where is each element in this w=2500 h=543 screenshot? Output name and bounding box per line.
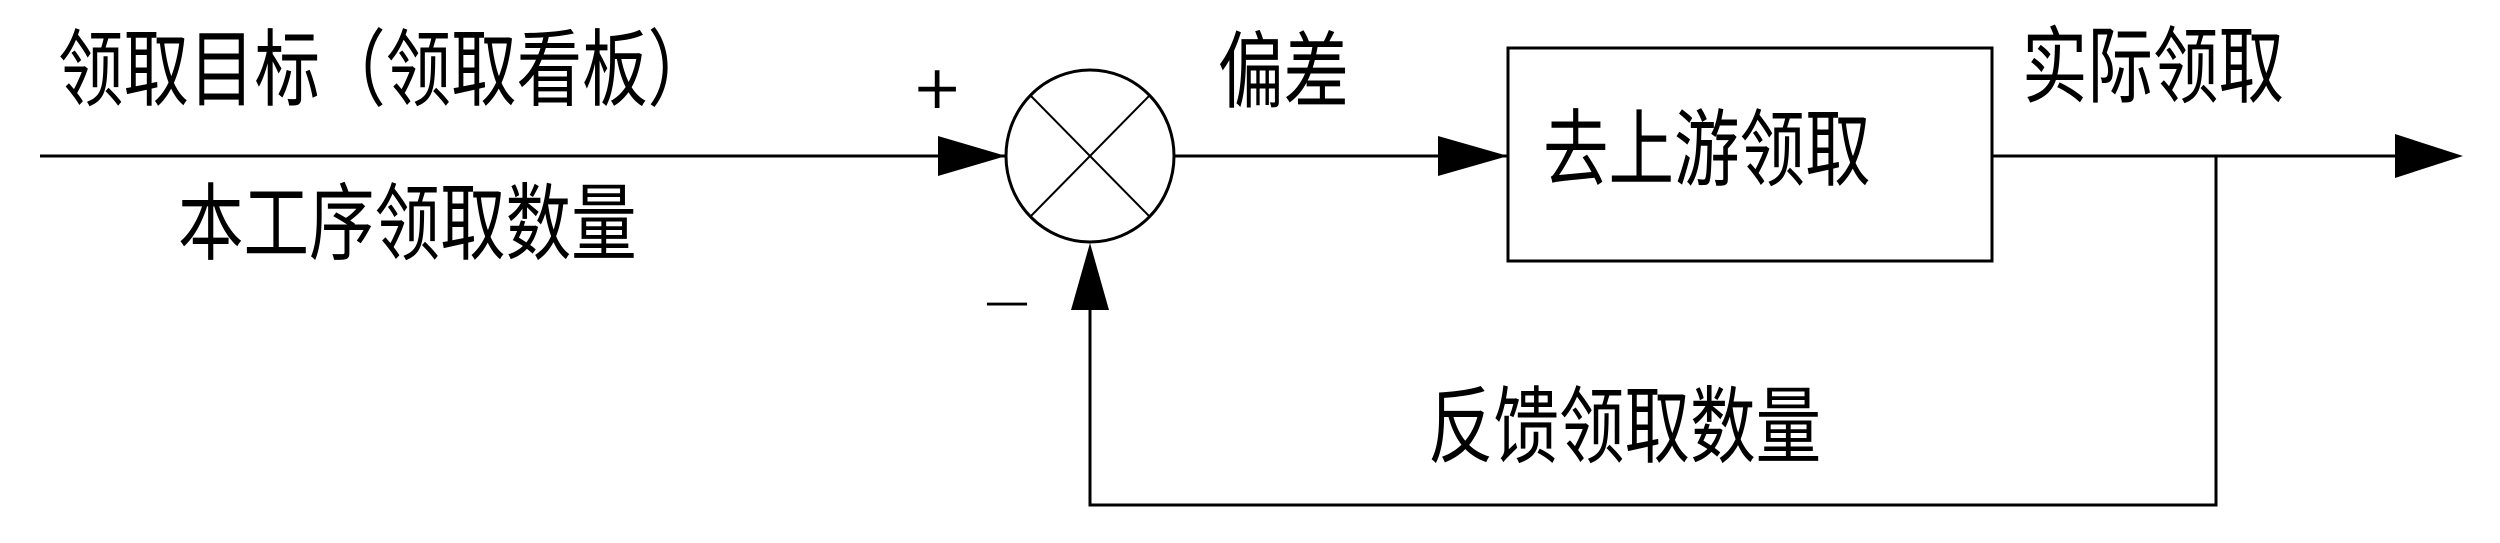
feedback-line [1088, 156, 2218, 507]
input-label-bottom: 本工序领取数量 [178, 175, 637, 273]
junction-cross-2 [1029, 94, 1151, 218]
error-label: 偏差 [1218, 23, 1350, 121]
minus-sign: — [985, 276, 1029, 327]
input-arrowhead [938, 136, 1006, 176]
process-block-label: 去上游领取 [1543, 101, 1871, 199]
plus-sign: + [912, 53, 963, 123]
feedback-label: 反馈领取数量 [1428, 378, 1822, 476]
input-label-top: 领取目标（领取看板） [58, 21, 714, 119]
error-arrowhead [1438, 136, 1508, 176]
output-label: 实际领取 [2022, 18, 2285, 116]
feedback-arrowhead [1071, 243, 1109, 310]
output-arrowhead [2395, 134, 2463, 178]
